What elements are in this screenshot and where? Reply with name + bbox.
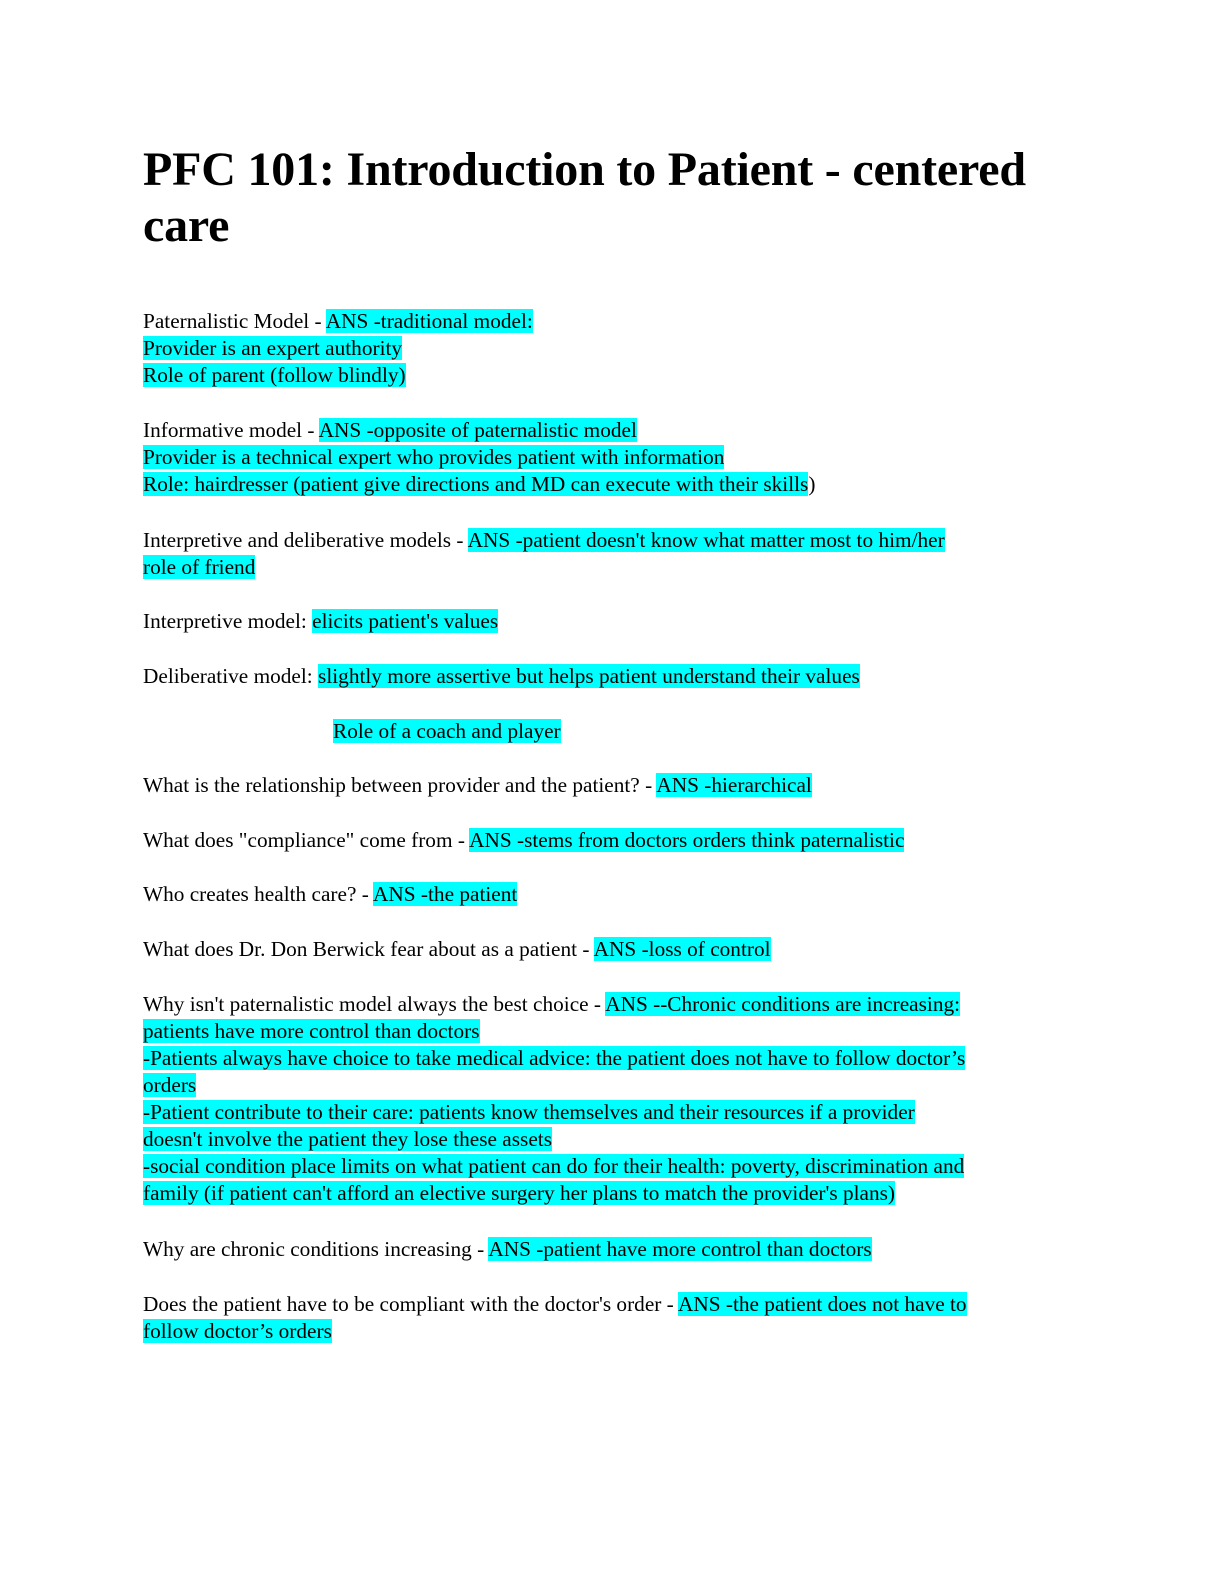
answer-line: doesn't involve the patient they lose th… (143, 1126, 552, 1153)
qa-item-compliant-order: Does the patient have to be compliant wi… (143, 1291, 967, 1318)
question-text: Interpretive and deliberative models - (143, 528, 468, 552)
qa-item-health-care: Who creates health care? - ANS -the pati… (143, 881, 518, 908)
answer-line: orders (143, 1072, 197, 1099)
answer-text: ANS -patient have more control than doct… (488, 1237, 872, 1261)
qa-item-deliberative: Deliberative model: slightly more assert… (143, 663, 860, 690)
answer-text: follow doctor’s orders (143, 1319, 332, 1343)
answer-text: ANS -hierarchical (656, 773, 812, 797)
answer-line: role of friend (143, 554, 256, 581)
answer-text: ANS -loss of control (593, 937, 771, 961)
question-text: Interpretive model: (143, 609, 313, 633)
answer-text: Role of parent (follow blindly) (143, 363, 406, 387)
title-line-2: care (143, 199, 230, 252)
answer-line: Role of parent (follow blindly) (143, 362, 406, 389)
qa-item-informative: Informative model - ANS -opposite of pat… (143, 417, 637, 444)
answer-line: Provider is a technical expert who provi… (143, 444, 725, 471)
answer-text: -Patient contribute to their care: patie… (143, 1100, 915, 1124)
answer-text: Role of a coach and player (333, 719, 561, 743)
question-text: Paternalistic Model - (143, 309, 326, 333)
answer-text: -social condition place limits on what p… (143, 1154, 965, 1178)
answer-text: Provider is an expert authority (143, 336, 403, 360)
answer-text: doesn't involve the patient they lose th… (143, 1127, 552, 1151)
question-text: What does "compliance" come from - (143, 828, 470, 852)
answer-line: -Patient contribute to their care: patie… (143, 1099, 915, 1126)
qa-item-interpretive: Interpretive model: elicits patient's va… (143, 608, 499, 635)
question-text: Deliberative model: (143, 664, 319, 688)
document-title: PFC 101: Introduction to Patient - cente… (143, 142, 1083, 254)
answer-text: elicits patient's values (312, 609, 499, 633)
answer-line: Role: hairdresser (patient give directio… (143, 471, 815, 498)
answer-text: ANS -patient doesn't know what matter mo… (467, 528, 945, 552)
answer-text: ANS -traditional model: (325, 309, 533, 333)
answer-text: patients have more control than doctors (143, 1019, 480, 1043)
answer-text: ANS -the patient (372, 882, 518, 906)
answer-text: Provider is a technical expert who provi… (143, 445, 725, 469)
answer-text: ANS -the patient does not have to (677, 1292, 967, 1316)
question-text: Why isn't paternalistic model always the… (143, 992, 606, 1016)
answer-text: orders (143, 1073, 197, 1097)
qa-item-interpretive-deliberative: Interpretive and deliberative models - A… (143, 527, 945, 554)
question-text: What is the relationship between provide… (143, 773, 657, 797)
answer-line: -social condition place limits on what p… (143, 1153, 965, 1180)
answer-text: ANS -stems from doctors orders think pat… (469, 828, 905, 852)
answer-line: family (if patient can't afford an elect… (143, 1180, 896, 1207)
question-text: Why are chronic conditions increasing - (143, 1237, 489, 1261)
qa-item-chronic-conditions: Why are chronic conditions increasing - … (143, 1236, 872, 1263)
answer-text: ANS --Chronic conditions are increasing: (605, 992, 961, 1016)
answer-line: Provider is an expert authority (143, 335, 403, 362)
answer-text: slightly more assertive but helps patien… (318, 664, 860, 688)
qa-item-relationship: What is the relationship between provide… (143, 772, 812, 799)
answer-line: patients have more control than doctors (143, 1018, 480, 1045)
question-text: Who creates health care? - (143, 882, 373, 906)
answer-text: -Patients always have choice to take med… (143, 1046, 966, 1070)
answer-text: family (if patient can't afford an elect… (143, 1181, 896, 1205)
question-text: Informative model - (143, 418, 319, 442)
qa-item-compliance: What does "compliance" come from - ANS -… (143, 827, 905, 854)
answer-text: Role: hairdresser (patient give directio… (143, 472, 809, 496)
answer-line: Role of a coach and player (333, 718, 561, 745)
answer-text: role of friend (143, 555, 256, 579)
answer-line: follow doctor’s orders (143, 1318, 332, 1345)
qa-item-paternalistic: Paternalistic Model - ANS -traditional m… (143, 308, 533, 335)
answer-line: -Patients always have choice to take med… (143, 1045, 966, 1072)
answer-text: ANS -opposite of paternalistic model (318, 418, 637, 442)
qa-item-paternalistic-best-choice: Why isn't paternalistic model always the… (143, 991, 961, 1018)
trailing-text: ) (808, 472, 816, 496)
qa-item-berwick: What does Dr. Don Berwick fear about as … (143, 936, 771, 963)
question-text: What does Dr. Don Berwick fear about as … (143, 937, 594, 961)
title-line-1: PFC 101: Introduction to Patient - cente… (143, 143, 1026, 196)
question-text: Does the patient have to be compliant wi… (143, 1292, 678, 1316)
